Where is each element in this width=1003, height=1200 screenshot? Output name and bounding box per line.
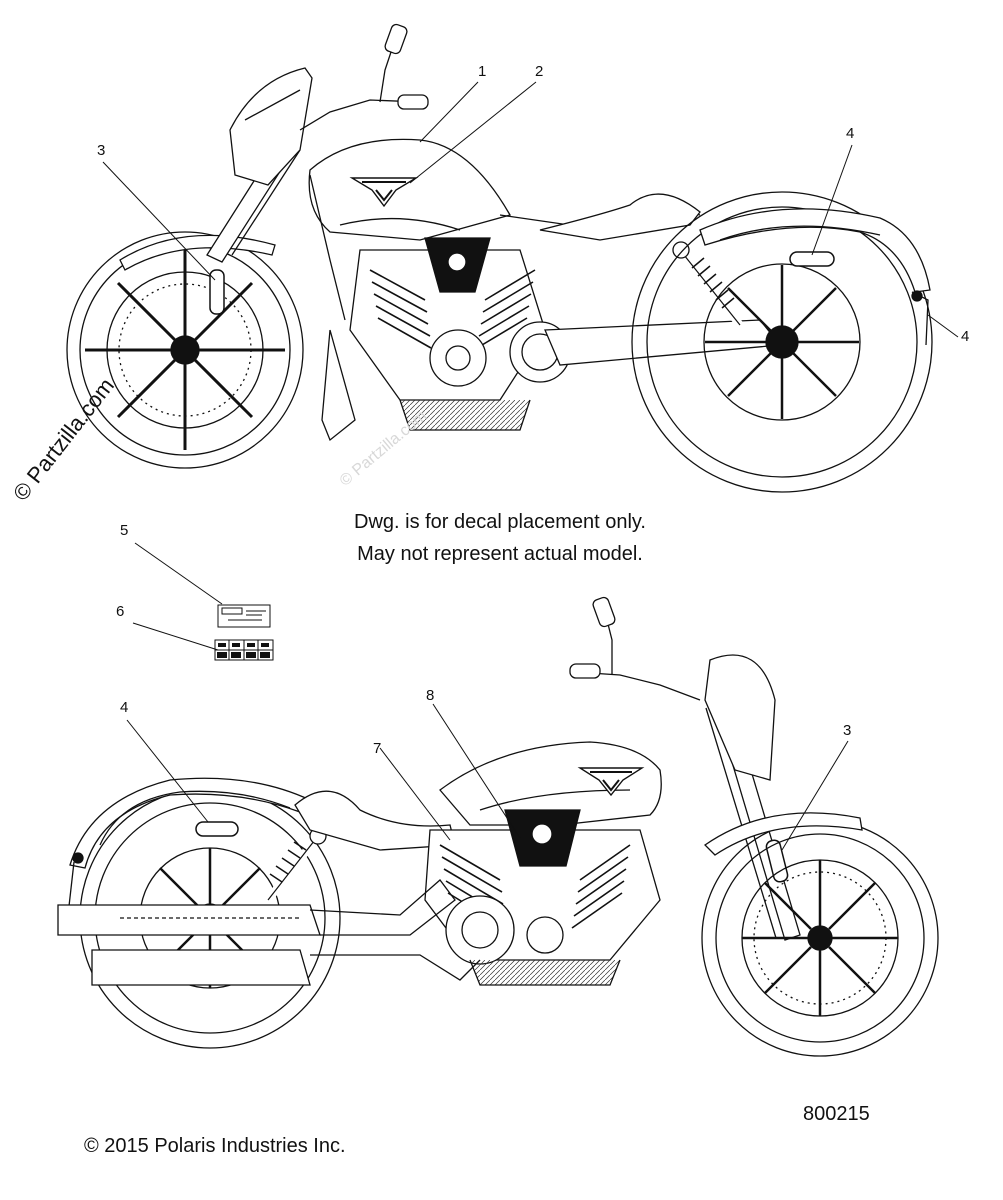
handlebar: [570, 596, 700, 700]
rear-fender-decal: [196, 822, 238, 836]
leader-lines-top: [103, 82, 958, 337]
callout-3-bottom: 3: [843, 722, 852, 739]
rear-fender-decal: [790, 252, 834, 266]
callout-6: 6: [116, 603, 125, 620]
callout-7: 7: [373, 740, 382, 757]
motorcycle-right-view: [58, 596, 938, 1056]
callout-4-tail: 4: [961, 328, 970, 345]
fork-decal: [765, 839, 789, 883]
placement-note-line-2: May not represent actual model.: [357, 543, 643, 565]
tank-logo-decal: [580, 768, 642, 795]
callout-5: 5: [120, 522, 129, 539]
callout-4-bottom: 4: [120, 699, 129, 716]
placement-note-line-1: Dwg. is for decal placement only.: [354, 511, 646, 533]
fuel-tank: [440, 742, 661, 825]
leader-lines-bottom: [127, 704, 848, 850]
front-wheel: [702, 820, 938, 1056]
callout-3: 3: [97, 142, 106, 159]
tail-light: [912, 291, 928, 345]
drawing-number: 800215: [803, 1103, 870, 1125]
callout-2: 2: [535, 63, 544, 80]
fuel-tank: [309, 139, 510, 240]
handlebar: [300, 23, 428, 130]
exhaust: [58, 880, 480, 985]
front-fender: [120, 235, 275, 270]
fairing: [705, 655, 775, 780]
seat: [295, 791, 455, 850]
fork-decal: [210, 270, 224, 314]
callout-8: 8: [426, 687, 435, 704]
engine: [425, 810, 660, 985]
copyright: © 2015 Polaris Industries Inc.: [84, 1135, 346, 1157]
fairing: [230, 68, 312, 185]
rear-wheel: [632, 192, 932, 492]
callout-1: 1: [478, 63, 487, 80]
front-wheel: [67, 232, 303, 468]
tank-logo-decal: [352, 178, 416, 206]
seat: [540, 194, 700, 240]
rear-shock: [268, 828, 326, 900]
motorcycle-left-view: [67, 23, 932, 492]
engine: [350, 238, 570, 430]
front-fender: [705, 813, 862, 855]
callout-4: 4: [846, 125, 855, 142]
decal-sheets: [133, 543, 273, 660]
